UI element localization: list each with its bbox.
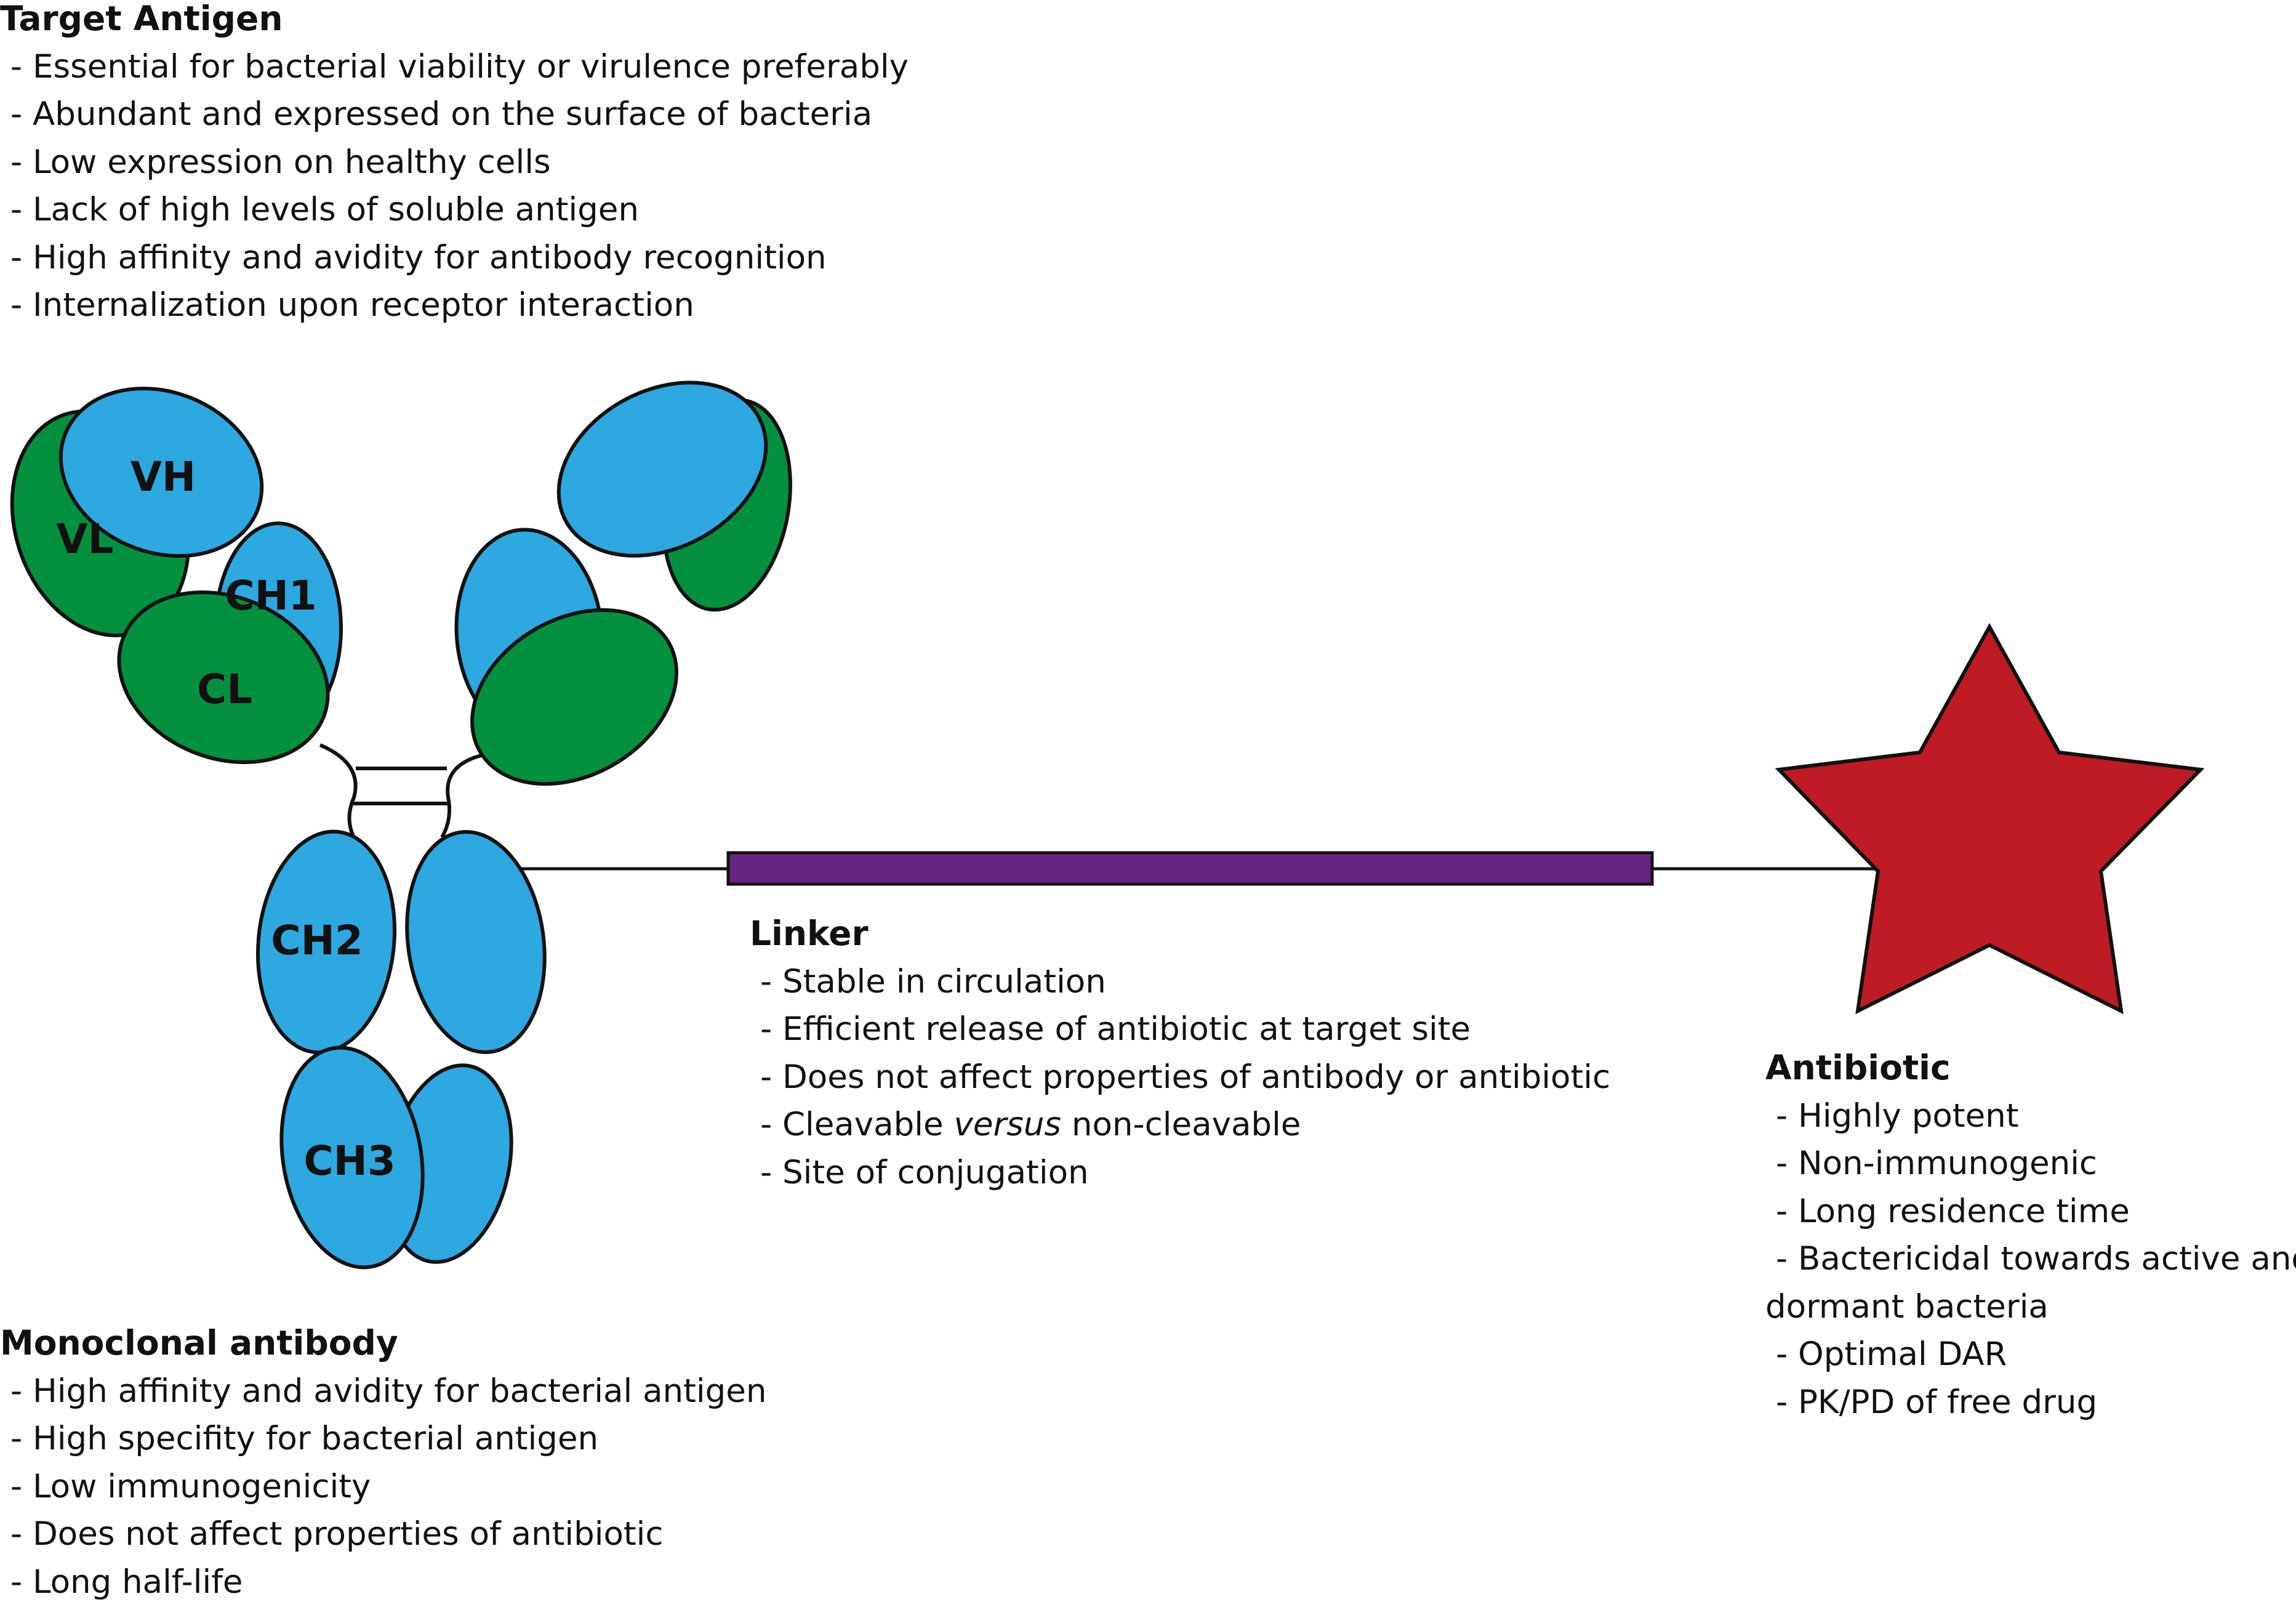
list-item: - Internalization upon receptor interact… (10, 286, 694, 324)
linker-block: Linker - Stable in circulation - Efficie… (750, 910, 1610, 1196)
list-item: - High specifity for bacterial antigen (10, 1420, 599, 1457)
monoclonal-antibody-block: Monoclonal antibody - High affinity and … (0, 1319, 767, 1606)
linker-bar (726, 851, 1654, 886)
cl-domain (117, 590, 330, 765)
list-item: - Abundant and expressed on the surface … (10, 95, 873, 133)
linker-list: - Stable in circulation - Efficient rele… (750, 958, 1610, 1197)
ch3-label: CH3 (303, 1137, 396, 1185)
antibiotic-list: - Highly potent - Non-immunogenic - Long… (1765, 1092, 2296, 1427)
antibody-y-shape-icon (10, 381, 792, 1270)
list-item: - Stable in circulation (760, 962, 1106, 1001)
ch1-label: CH1 (225, 572, 317, 619)
cleavable-after: non-cleavable (1061, 1106, 1301, 1143)
hinge-left (319, 743, 358, 839)
ch2-label: CH2 (271, 917, 363, 964)
list-item: - PK/PD of free drug (1776, 1383, 2098, 1421)
list-item: - Bactericidal towards active and (1776, 1240, 2296, 1278)
antibiotic-star-icon (1775, 622, 2205, 1015)
cl-label: CL (197, 666, 253, 713)
ch2-domain (255, 829, 397, 1055)
monoclonal-antibody-list: - High affinity and avidity for bacteria… (0, 1367, 767, 1606)
list-item: - Non-immunogenic (1776, 1145, 2098, 1182)
antibiotic-block: Antibiotic - Highly potent - Non-immunog… (1765, 1044, 2296, 1426)
list-item: - Highly potent (1776, 1097, 2019, 1135)
hinge-right (440, 752, 487, 839)
list-item: - Low expression on healthy cells (10, 143, 551, 181)
vh-domain-right (556, 381, 768, 558)
list-item: - High affinity and avidity for antibody… (10, 238, 827, 276)
vl-label: VL (56, 515, 113, 563)
list-item: - Low immunogenicity (10, 1467, 371, 1505)
list-item: - Lack of high levels of soluble antigen (10, 191, 640, 228)
list-item-continuation: dormant bacteria (1765, 1287, 2049, 1326)
target-antigen-title: Target Antigen (0, 0, 283, 38)
antibiotic-title: Antibiotic (1765, 1048, 1951, 1087)
list-item: - Essential for bacterial viability or v… (10, 47, 909, 86)
list-item: - Site of conjugation (760, 1153, 1089, 1191)
versus-emphasis: versus (953, 1106, 1062, 1143)
list-item: - Optimal DAR (1776, 1335, 2007, 1373)
list-item: - Long half-life (10, 1563, 243, 1601)
list-item: - Long residence time (1776, 1192, 2130, 1230)
target-antigen-list: - Essential for bacterial viability or v… (0, 43, 909, 329)
vh-domain (58, 387, 264, 558)
list-item: - Efficient release of antibiotic at tar… (760, 1010, 1471, 1048)
cleavable-before: - Cleavable (760, 1106, 954, 1143)
list-item: - High affinity and avidity for bacteria… (10, 1372, 767, 1410)
target-antigen-block: Target Antigen - Essential for bacterial… (0, 0, 909, 329)
list-item: - Does not affect properties of antibody… (760, 1058, 1611, 1096)
list-item: - Does not affect properties of antibiot… (10, 1515, 664, 1553)
monoclonal-antibody-title: Monoclonal antibody (0, 1323, 398, 1363)
list-item: - Cleavable versus non-cleavable (760, 1101, 1610, 1149)
ch3-domain (279, 1045, 425, 1270)
cl-domain-right (470, 608, 678, 786)
vh-label: VH (130, 453, 196, 501)
linker-title: Linker (750, 914, 869, 953)
ch2-domain-right (405, 830, 547, 1054)
